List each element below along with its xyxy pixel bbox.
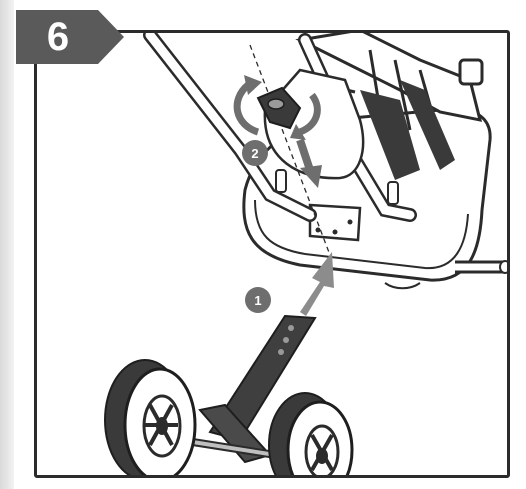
right-wheel [268, 392, 354, 475]
rotation-arrow-icon [233, 75, 322, 188]
alignment-line [249, 44, 331, 256]
callout-2-label: 2 [251, 146, 258, 161]
callout-1: 1 [245, 287, 271, 313]
step-number: 6 [46, 14, 70, 59]
page-edge-strip [0, 0, 14, 489]
left-wheel [104, 359, 197, 475]
insert-arrow-icon [300, 252, 334, 316]
step-badge-icon [16, 10, 124, 64]
callout-1-label: 1 [254, 293, 261, 308]
callout-2: 2 [242, 140, 268, 166]
adjustment-knob-icon [256, 86, 302, 130]
